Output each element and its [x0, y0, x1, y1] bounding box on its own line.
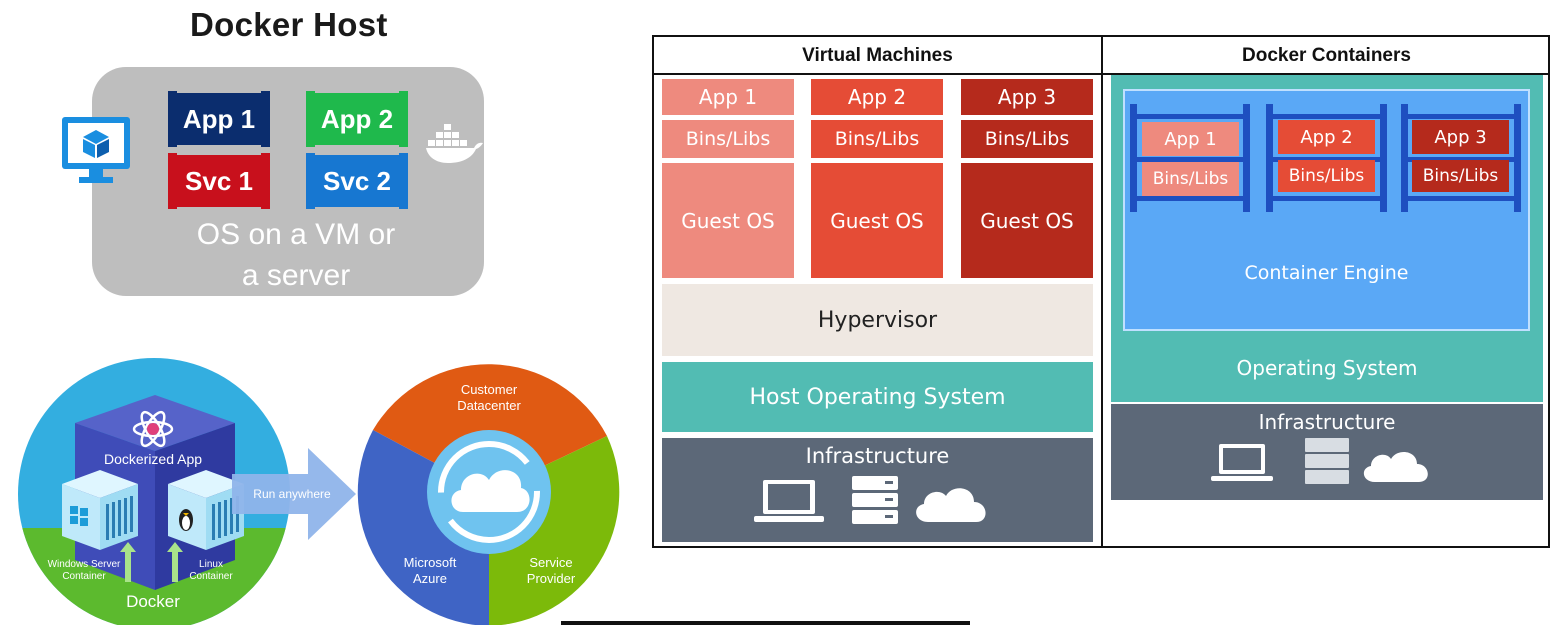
vm-guestos2: Guest OS — [811, 163, 943, 278]
customer-datacenter-label: Customer Datacenter — [457, 382, 521, 413]
app1-tile: App 1 — [168, 91, 270, 147]
docker-host-box — [92, 67, 484, 296]
run-anywhere-arrow — [232, 448, 356, 545]
vm-infrastructure-label: Infrastructure — [805, 444, 950, 468]
rack2-bar-mid — [1266, 157, 1386, 162]
laptop-icon — [753, 480, 824, 522]
vm-hypervisor: Hypervisor — [662, 284, 1093, 356]
vm-bins3: Bins/Libs — [961, 120, 1093, 158]
rack3-bar-top — [1401, 114, 1521, 119]
ct-infrastructure: Infrastructure — [1111, 404, 1543, 500]
microsoft-azure-label: Microsoft Azure — [403, 555, 457, 586]
server-icon — [1305, 438, 1349, 484]
docker-label: Docker — [126, 592, 180, 611]
ct-bins3: Bins/Libs — [1412, 160, 1509, 192]
docker-host-title: Docker Host — [190, 6, 388, 43]
ct-bins1: Bins/Libs — [1142, 162, 1239, 196]
docker-whale-icon — [426, 122, 484, 169]
svc2-tile: Svc 2 — [306, 153, 408, 209]
rack2-bar-top — [1266, 114, 1386, 119]
comparison-table: Virtual Machines Docker Containers — [652, 35, 1550, 548]
run-anywhere-label: Run anywhere — [253, 487, 331, 501]
rack1-bar-top — [1130, 114, 1250, 119]
container-engine-label: Container Engine — [1244, 262, 1409, 284]
dockerized-app-label: Dockerized App — [103, 451, 203, 467]
vm-host-os: Host Operating System — [662, 362, 1093, 432]
cloud-icon — [447, 462, 531, 519]
vm-bins2: Bins/Libs — [811, 120, 943, 158]
containers-header: Docker Containers — [1242, 45, 1411, 66]
atom-icon — [131, 410, 175, 453]
server-icon — [851, 476, 898, 524]
vm-app1: App 1 — [662, 79, 794, 115]
rack1-bar-bottom — [1130, 196, 1250, 201]
rack3-bar-mid — [1401, 157, 1521, 162]
vm-app3: App 3 — [961, 79, 1093, 115]
vm-app2: App 2 — [811, 79, 943, 115]
ct-app2: App 2 — [1278, 120, 1375, 154]
service-provider-label: Service Provider — [526, 555, 576, 586]
windows-container-label: Windows Server Container — [47, 559, 121, 582]
up-arrow-right — [167, 542, 183, 587]
vm-infrastructure: Infrastructure — [662, 438, 1093, 542]
rack1-bar-mid — [1130, 157, 1250, 162]
svc1-tile: Svc 1 — [168, 153, 270, 209]
linux-container-label: Linux Container — [189, 559, 233, 582]
app2-tile: App 2 — [306, 91, 408, 147]
cloud-icon — [1363, 451, 1428, 482]
infra-icons — [753, 476, 986, 524]
cloud-icon — [915, 488, 986, 522]
bottom-rule — [561, 621, 970, 625]
container-os-label: Operating System — [1236, 356, 1418, 380]
vm-guestos3: Guest OS — [961, 163, 1093, 278]
ct-bins2: Bins/Libs — [1278, 160, 1375, 192]
column-divider — [1101, 37, 1103, 548]
monitor-cube-icon — [59, 114, 133, 191]
docker-host-os-label: OS on a VM or a server — [196, 218, 396, 292]
ct-app1: App 1 — [1142, 122, 1239, 156]
vm-guestos1: Guest OS — [662, 163, 794, 278]
ct-infrastructure-label: Infrastructure — [1258, 410, 1396, 434]
rack2-bar-bottom — [1266, 196, 1386, 201]
up-arrow-left — [120, 542, 136, 587]
rack3-bar-bottom — [1401, 196, 1521, 201]
ct-infra-icons — [1211, 438, 1428, 484]
windows-container-box — [60, 470, 140, 557]
vm-bins1: Bins/Libs — [662, 120, 794, 158]
laptop-icon — [1211, 444, 1273, 481]
ct-app3: App 3 — [1412, 120, 1509, 154]
vm-header: Virtual Machines — [802, 45, 953, 66]
